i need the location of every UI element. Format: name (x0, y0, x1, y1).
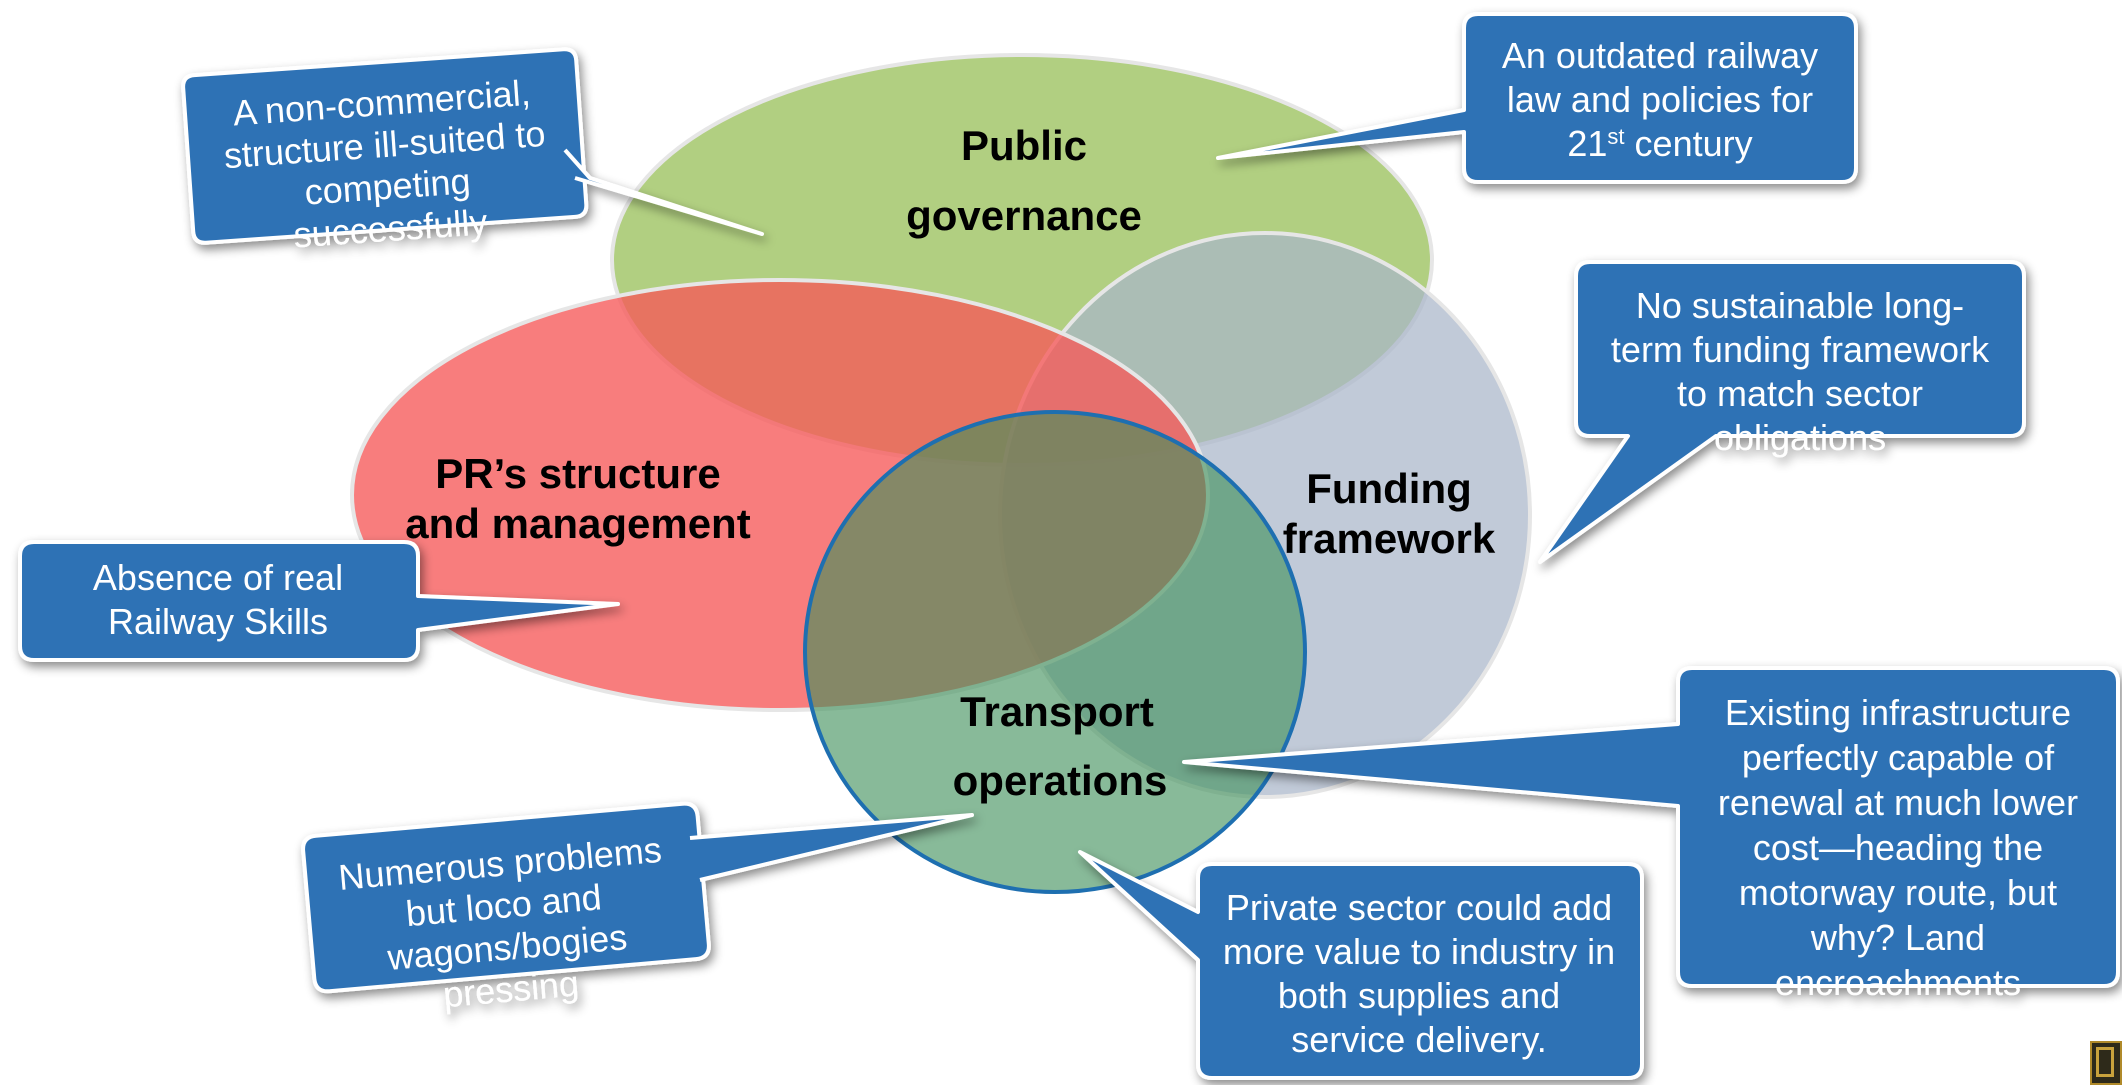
callout-outdated-law-line2: law and policies for (1507, 79, 1813, 120)
callout-funding: No sustainable long- term funding framew… (1538, 260, 2026, 564)
callout-infrastructure-line2: perfectly capable of (1742, 737, 2055, 778)
funding-framework-line1: Funding (1306, 465, 1472, 512)
public-governance-line2: governance (906, 192, 1142, 239)
callout-private-sector-line1: Private sector could add (1226, 887, 1612, 928)
pr-structure-line1: PR’s structure (435, 450, 721, 497)
callout-private-sector: Private sector could add more value to i… (1078, 850, 1644, 1080)
callout-infrastructure-line5: motorway route, but (1739, 872, 2057, 913)
ellipse-transport-operations (803, 410, 1307, 894)
callout-outdated-law-line3: 21st century (1567, 123, 1752, 164)
callout-infrastructure-line6: why? Land (1810, 917, 1985, 958)
callout-skills: Absence of real Railway Skills (18, 540, 620, 662)
callout-funding-line3: to match sector (1677, 373, 1923, 414)
transport-operations-line1: Transport (960, 688, 1154, 735)
callout-skills-line1: Absence of real (93, 557, 343, 598)
callout-infrastructure-line7: encroachments (1775, 962, 2021, 1003)
funding-framework-line2: framework (1283, 515, 1496, 562)
transport-operations-line2: operations (953, 757, 1168, 804)
label-pr-structure: PR’s structure and management (405, 450, 750, 547)
callout-infrastructure-line1: Existing infrastructure (1725, 692, 2071, 733)
callout-numerous-problems: Numerous problems but loco and wagons/bo… (301, 801, 974, 1015)
pr-structure-line2: and management (405, 500, 750, 547)
callout-skills-line2: Railway Skills (108, 601, 328, 642)
callout-funding-line1: No sustainable long- (1636, 285, 1964, 326)
callout-outdated-law: An outdated railway law and policies for… (1216, 12, 1858, 184)
label-public-governance: Public governance (906, 122, 1142, 239)
public-governance-line1: Public (961, 122, 1087, 169)
label-transport-operations: Transport operations (953, 688, 1168, 804)
callout-infrastructure: Existing infrastructure perfectly capabl… (1182, 666, 2120, 1003)
callout-private-sector-line2: more value to industry in (1223, 931, 1615, 972)
callout-private-sector-line4: service delivery. (1291, 1019, 1546, 1060)
callout-non-commercial: A non-commercial, structure ill-suited t… (181, 47, 764, 256)
callout-outdated-law-line1: An outdated railway (1502, 35, 1818, 76)
callout-funding-line4: obligations (1714, 417, 1886, 458)
callout-funding-line2: term funding framework (1611, 329, 1990, 370)
callout-infrastructure-line3: renewal at much lower (1718, 782, 2078, 823)
callout-infrastructure-line4: cost—heading the (1753, 827, 2043, 868)
callout-private-sector-line3: both supplies and (1278, 975, 1560, 1016)
corner-logo-icon (2090, 1041, 2122, 1085)
label-funding-framework: Funding framework (1283, 465, 1496, 562)
